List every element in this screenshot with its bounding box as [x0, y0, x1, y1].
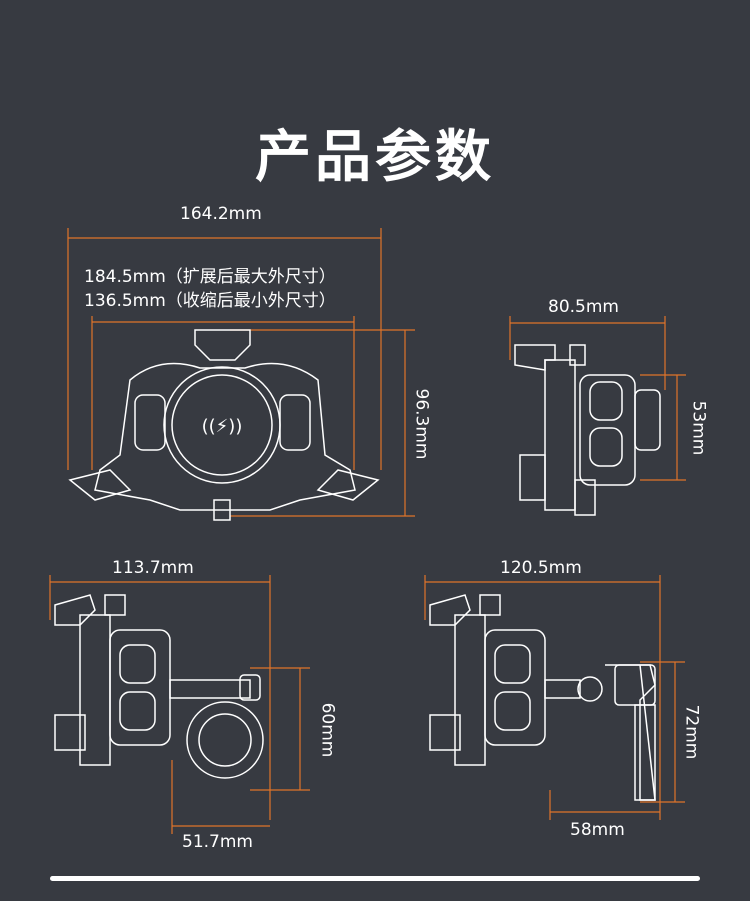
- arm-height-label: 72mm: [681, 704, 702, 760]
- clamp-width-label: 113.7mm: [112, 558, 194, 578]
- collapsed-size-label: 136.5mm（收缩后最小外尺寸）: [84, 291, 336, 311]
- side-width-label: 80.5mm: [548, 297, 619, 317]
- front-width-label: 164.2mm: [180, 204, 262, 224]
- arm-view-drawing: [429, 594, 656, 801]
- page-title: 产品参数: [255, 125, 495, 190]
- clamp-height-label: 60mm: [317, 702, 338, 758]
- bottom-divider: [50, 876, 700, 881]
- arm-width-label: 120.5mm: [500, 558, 582, 578]
- clamp-view-drawing: [54, 594, 264, 779]
- front-view-drawing: [68, 329, 380, 521]
- clamp-base-label: 51.7mm: [182, 832, 253, 852]
- side-view-drawing: [514, 344, 661, 516]
- arm-base-label: 58mm: [570, 820, 625, 840]
- expanded-size-label: 184.5mm（扩展后最大外尺寸）: [84, 267, 336, 287]
- wireless-charging-icon: ((⚡)): [202, 416, 243, 437]
- front-height-label: 96.3mm: [411, 388, 432, 460]
- svg-text:((⚡)): ((⚡)): [202, 416, 243, 437]
- side-height-label: 53mm: [688, 400, 709, 456]
